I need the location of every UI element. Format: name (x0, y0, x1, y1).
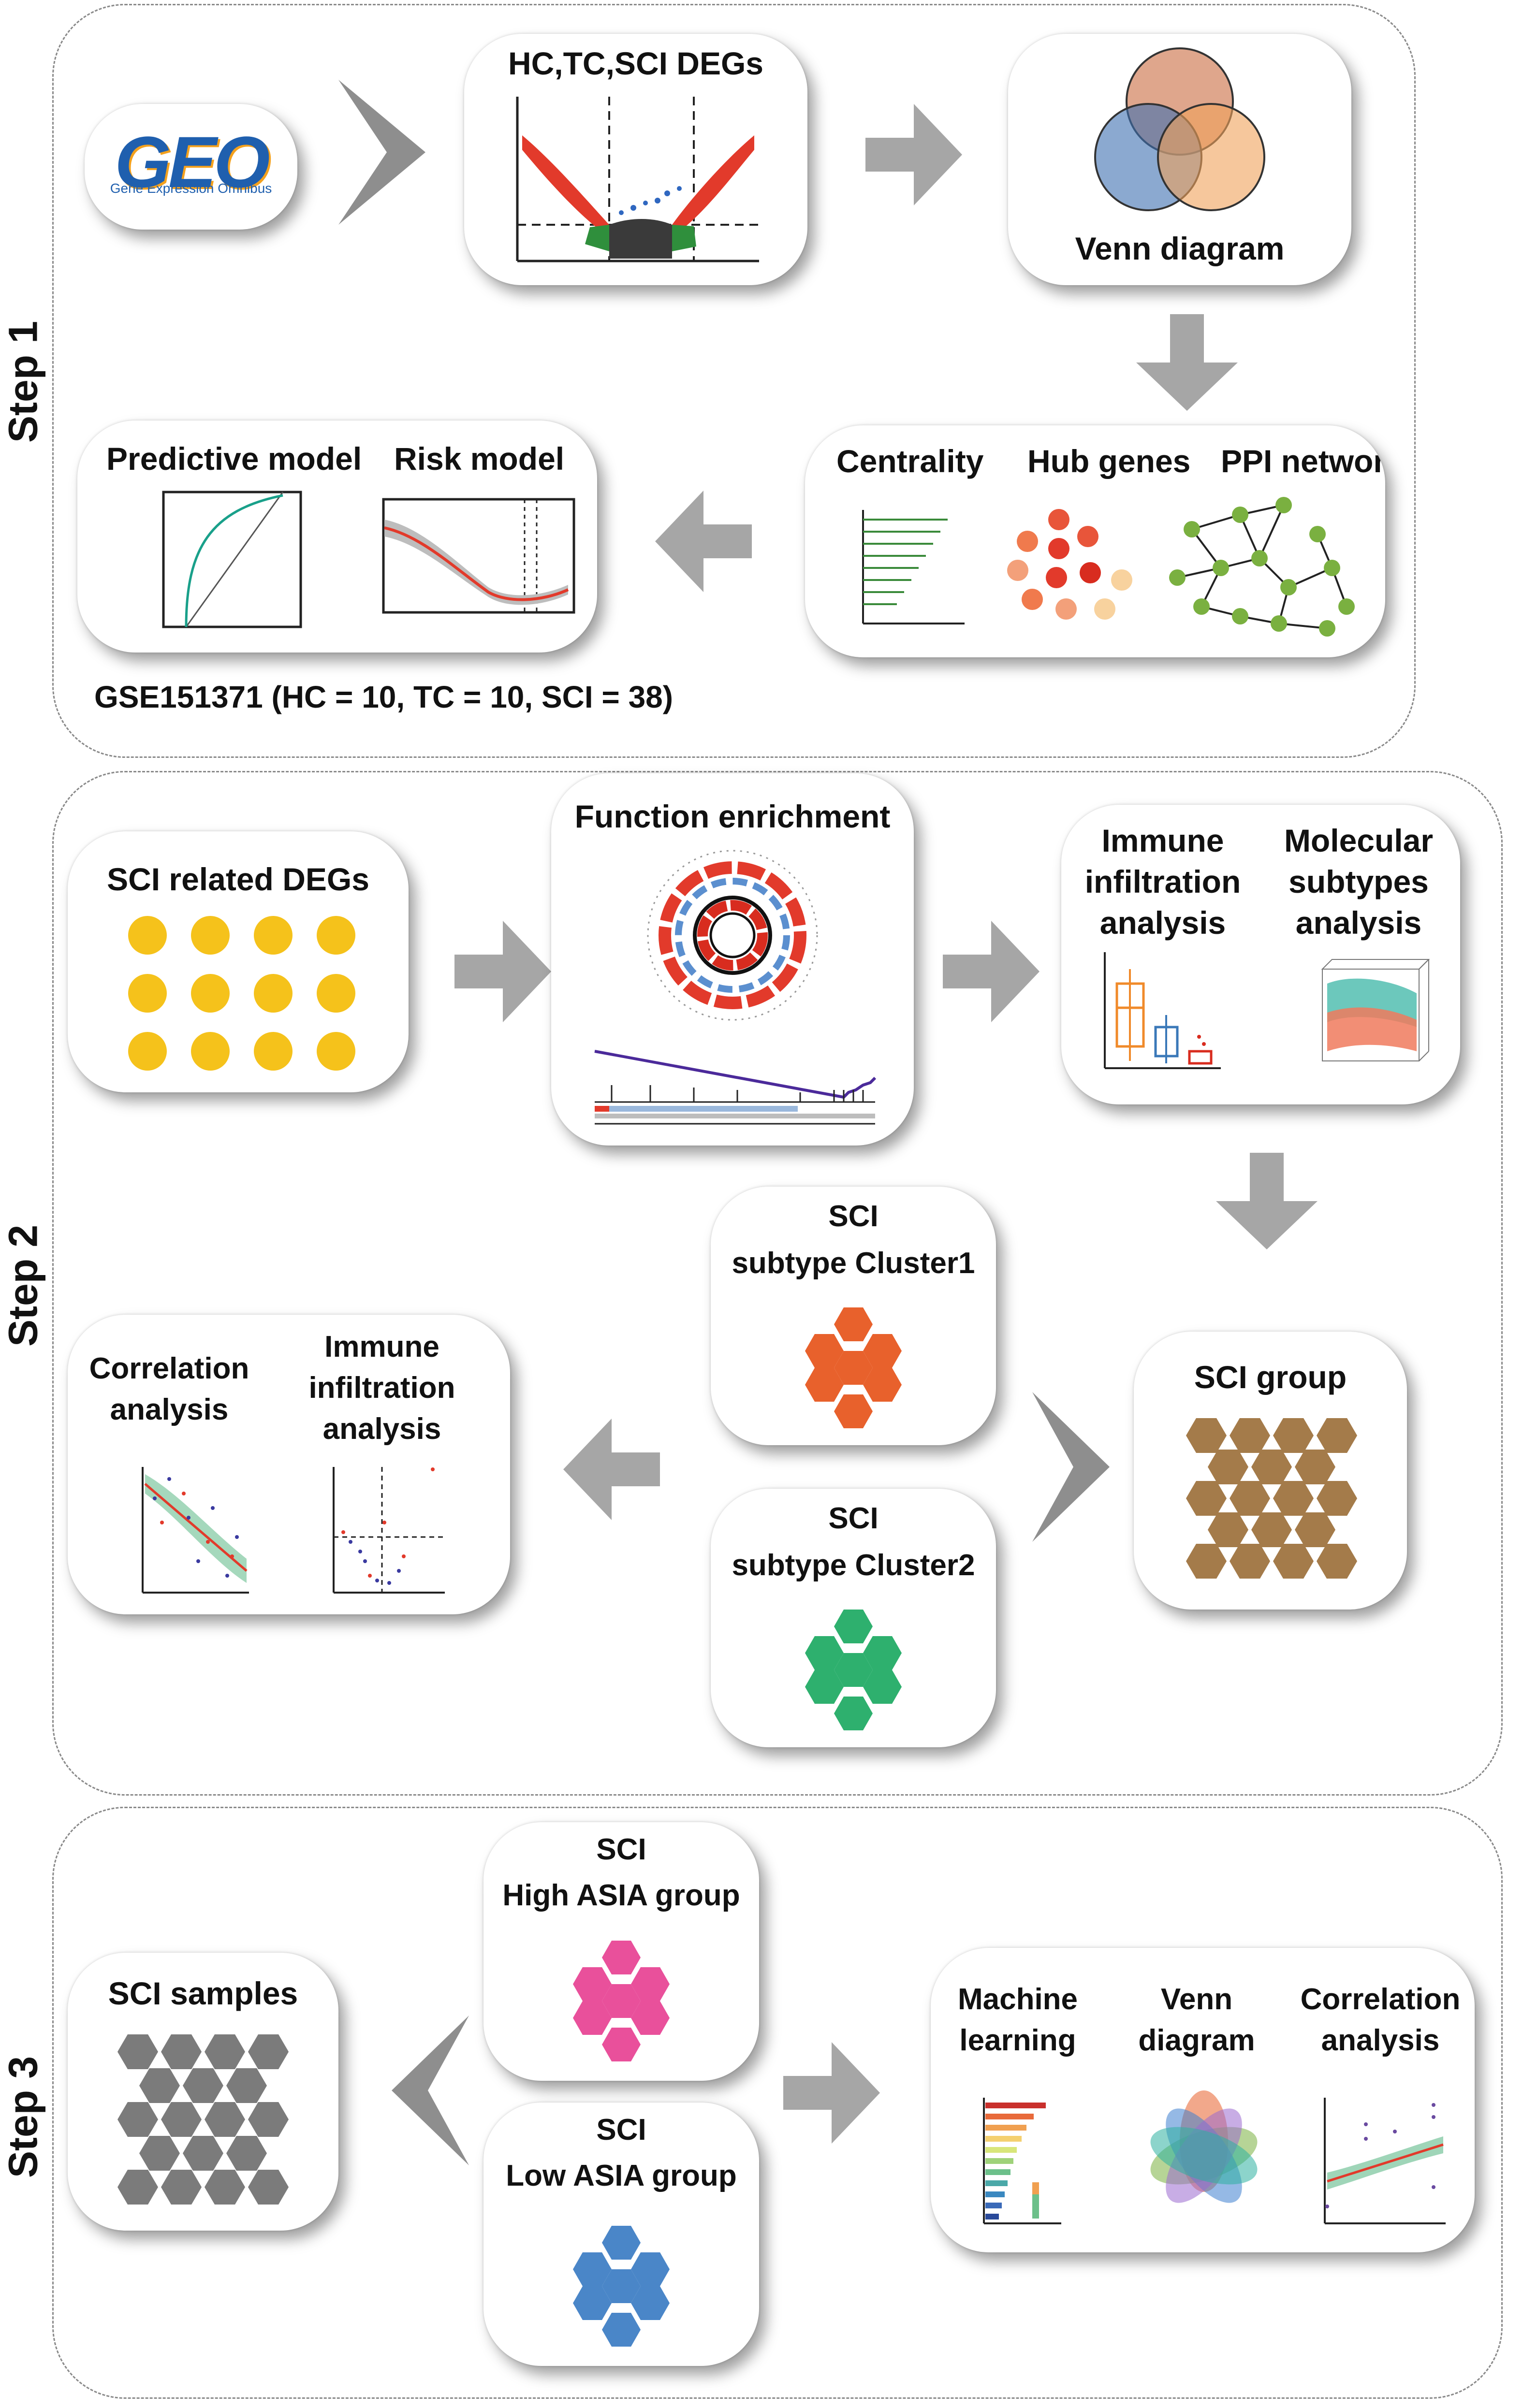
sci-degs-card: SCI related DEGs (68, 831, 409, 1092)
molecular-line-3: analysis (1295, 905, 1422, 941)
correlation-line-2: analysis (110, 1393, 229, 1426)
centrality-card: Centrality Hub genes PPI network (805, 425, 1385, 657)
arrow-left-icon (563, 1419, 660, 1520)
immune-molecular-card: Immune infiltration analysis Molecular s… (1061, 805, 1460, 1104)
cluster1-line-1: SCI (828, 1200, 879, 1233)
predictive-model-title: Predictive model (106, 441, 362, 477)
geo-logo-subtitle: Gene Expression Omnibus (110, 181, 272, 196)
arrow-right-icon (865, 104, 962, 205)
molecular-line-2: subtypes (1289, 864, 1429, 899)
sci-degs-dots (128, 916, 355, 1071)
arrow-down-icon (1216, 1153, 1318, 1249)
sci-samples-title: SCI samples (108, 1975, 298, 2011)
corr3-line-2: analysis (1321, 2024, 1440, 2057)
high-asia-line-2: High ASIA group (502, 1879, 740, 1912)
gsea-plot (594, 1050, 877, 1125)
step3-frame (52, 1807, 1503, 2399)
low-asia-line-2: Low ASIA group (506, 2159, 737, 2192)
venn-title: Venn diagram (1075, 231, 1285, 266)
correlation-immune-card: Correlation analysis Immune infiltration… (68, 1315, 510, 1614)
cluster2-line-2: subtype Cluster2 (732, 1549, 975, 1582)
arrow-down-icon (1136, 314, 1238, 411)
ml-venn-correlation-card: Machine learning Venn diagram Correlatio… (931, 1948, 1475, 2252)
high-asia-hexagons (573, 1941, 670, 2061)
chevron-left-icon (392, 2016, 469, 2165)
cluster1-line-2: subtype Cluster1 (732, 1247, 975, 1280)
high-asia-line-1: SCI (596, 1833, 646, 1866)
immune-line-2: infiltration (1084, 864, 1241, 899)
venn3-line-1: Venn (1160, 1983, 1233, 2016)
arrow-left-icon (655, 491, 752, 592)
venn3-line-2: diagram (1138, 2024, 1255, 2057)
roc-curve (162, 491, 302, 628)
venn-diagram (1094, 47, 1265, 211)
step1-frame (52, 4, 1416, 758)
chevron-right-icon (1032, 1392, 1110, 1542)
geo-logo-text: GEO (115, 121, 270, 203)
molecular-line-1: Molecular (1284, 823, 1434, 858)
cluster1-hexagons (805, 1307, 902, 1428)
immune-line-3: analysis (1099, 905, 1226, 941)
centrality-title: Centrality (836, 443, 984, 479)
sci-group-hexagons (1186, 1418, 1357, 1579)
go-circle-plot (647, 850, 818, 1021)
step3-label: Step 3 (0, 2056, 46, 2178)
immune2-line-3: analysis (322, 1412, 441, 1446)
immune2-line-2: infiltration (308, 1371, 455, 1405)
ml-line-2: learning (959, 2024, 1076, 2057)
low-asia-card: SCI Low ASIA group (483, 2103, 759, 2366)
sci-group-title: SCI group (1194, 1359, 1347, 1395)
function-enrichment-title: Function enrichment (574, 798, 891, 834)
correlation-scatter-2 (1324, 2098, 1446, 2224)
sci-samples-card: SCI samples (68, 1953, 338, 2231)
function-enrichment-card: Function enrichment (551, 773, 914, 1146)
correlation-scatter (142, 1467, 249, 1594)
immune-volcano-plot (333, 1467, 445, 1594)
volcano-plot (516, 97, 759, 262)
immune2-line-1: Immune (324, 1330, 439, 1364)
hub-genes-dots (1007, 509, 1132, 620)
centrality-bar-chart (862, 510, 965, 624)
subtype-3d-scatter (1321, 959, 1430, 1061)
geo-logo-card: GEO Gene Expression Omnibus (85, 104, 297, 230)
immune-boxplot (1104, 952, 1221, 1069)
low-asia-hexagons (573, 2226, 670, 2347)
low-asia-line-1: SCI (596, 2113, 646, 2147)
step1-label: Step 1 (0, 320, 46, 443)
risk-curve (382, 498, 575, 614)
sci-group-card: SCI group (1134, 1332, 1407, 1610)
cluster1-card: SCI subtype Cluster1 (711, 1187, 996, 1445)
cluster2-card: SCI subtype Cluster2 (711, 1489, 996, 1747)
dataset-note: GSE151371 (HC = 10, TC = 10, SCI = 38) (94, 680, 674, 714)
ppi-network-graph (1169, 497, 1355, 637)
venn-card: Venn diagram (1008, 34, 1351, 285)
arrow-right-icon (783, 2042, 880, 2144)
ppi-network-title: PPI network (1221, 443, 1385, 479)
five-set-venn (1150, 2090, 1258, 2203)
hub-genes-title: Hub genes (1027, 443, 1191, 479)
arrow-right-icon (943, 921, 1040, 1022)
immune-line-1: Immune (1101, 823, 1224, 858)
ml-line-1: Machine (957, 1983, 1078, 2016)
high-asia-card: SCI High ASIA group (483, 1822, 759, 2081)
cluster2-hexagons (805, 1610, 902, 1730)
chevron-right-icon (338, 80, 425, 225)
sci-samples-hexagons (117, 2034, 289, 2205)
arrow-right-icon (454, 921, 551, 1022)
corr3-line-1: Correlation (1300, 1983, 1461, 2016)
correlation-line-1: Correlation (89, 1352, 249, 1385)
step2-frame (52, 771, 1503, 1796)
degs-card: HC,TC,SCI DEGs (464, 34, 807, 285)
step2-label: Step 2 (0, 1224, 46, 1347)
sci-degs-title: SCI related DEGs (107, 861, 369, 897)
cluster2-line-1: SCI (828, 1502, 879, 1535)
degs-title: HC,TC,SCI DEGs (508, 45, 764, 81)
risk-model-title: Risk model (394, 441, 565, 477)
ml-importance-chart (983, 2098, 1061, 2224)
model-card: Predictive model Risk model (77, 421, 597, 653)
